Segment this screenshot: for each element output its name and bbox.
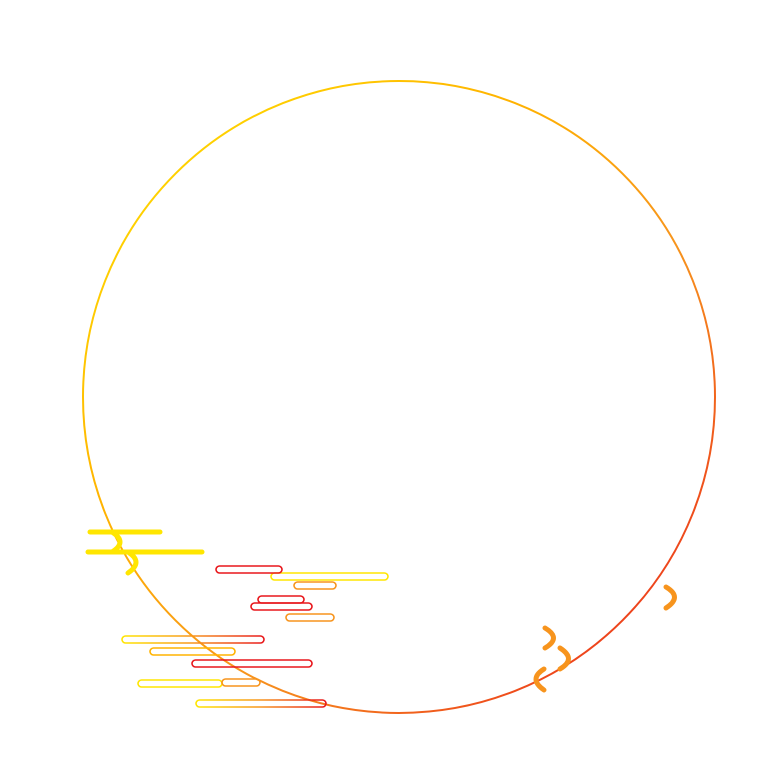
lower-left-outline-cloud — [121, 635, 327, 708]
center-outline-cloud — [215, 565, 389, 622]
main-ring — [82, 80, 716, 714]
far-right-solid-cloud — [593, 584, 768, 611]
left-solid-cloud — [32, 529, 205, 576]
right-solid-cloud — [449, 625, 655, 693]
